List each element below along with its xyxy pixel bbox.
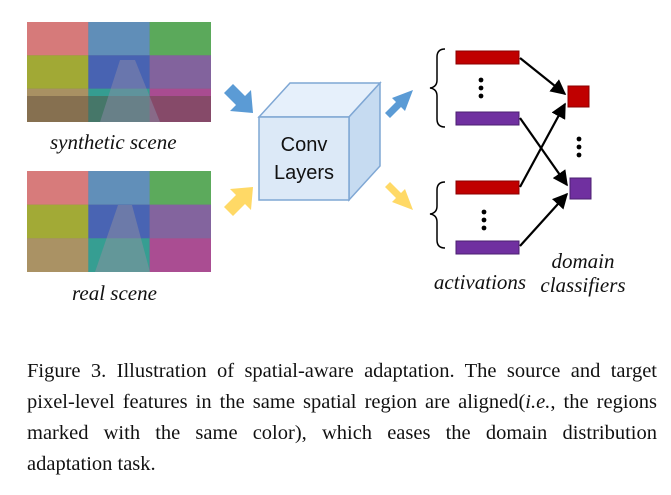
- domain-classifier-red: [567, 85, 590, 108]
- scene-region-cell: [27, 55, 89, 89]
- caption-ie: i.e.: [525, 391, 551, 413]
- blue-arrow-to-activations: [385, 90, 413, 118]
- caption-prefix: Figure 3. Illustration of spatial-aware …: [27, 360, 657, 413]
- arrow-lower-purple-to-purple-classifier: [519, 192, 569, 247]
- arrow-lower-red-to-red-classifier: [519, 102, 566, 188]
- conv-label-line2: Layers: [274, 162, 334, 184]
- activations-label: activations: [434, 270, 526, 294]
- figure-caption: Figure 3. Illustration of spatial-aware …: [27, 356, 657, 480]
- arrow-upper-purple-to-purple-classifier: [519, 117, 568, 187]
- scene-region-cell: [27, 22, 89, 56]
- lower-activation-dots: [481, 209, 487, 231]
- upper-activation-purple: [455, 111, 520, 126]
- scene-region-cell: [149, 238, 211, 272]
- lower-activation-purple: [455, 240, 520, 255]
- blue-arrow-to-conv: [222, 84, 253, 113]
- scene-region-cell: [149, 22, 211, 56]
- scene-region-cell: [27, 88, 89, 122]
- scene-region-cell: [88, 171, 150, 205]
- lower-activation-red: [455, 180, 520, 195]
- scene-region-cell: [149, 171, 211, 205]
- scene-region-cell: [27, 204, 89, 239]
- upper-activation-red: [455, 50, 520, 65]
- domain-classifier-purple: [569, 177, 592, 200]
- arrow-upper-red-to-red-classifier: [519, 57, 567, 95]
- conv-layers-cube: Conv Layers: [257, 81, 382, 202]
- scene-region-cell: [149, 55, 211, 89]
- scene-region-cell: [149, 88, 211, 122]
- upper-activation-bracket: [429, 48, 446, 128]
- domain-label: domain: [552, 249, 615, 273]
- classifier-dots: [576, 136, 582, 158]
- real-scene-label: real scene: [72, 281, 157, 305]
- real-scene-image: [27, 171, 211, 272]
- scene-region-cell: [27, 171, 89, 205]
- conv-label-line1: Conv: [281, 134, 328, 156]
- lower-activation-bracket: [429, 181, 446, 249]
- scene-region-cell: [88, 22, 150, 56]
- synthetic-scene-label: synthetic scene: [50, 130, 177, 154]
- synthetic-scene-image: [27, 22, 211, 122]
- diagram-canvas: Conv Layers: [27, 22, 626, 297]
- scene-region-cell: [149, 204, 211, 239]
- classifiers-label: classifiers: [540, 273, 625, 297]
- caption-suffix: , the regions marked with the same color…: [27, 391, 657, 475]
- yellow-arrow-to-activations: [385, 182, 413, 210]
- spatial-adaptation-diagram: Conv Layers: [27, 22, 626, 305]
- upper-activation-dots: [478, 77, 484, 99]
- yellow-arrow-to-conv: [222, 187, 253, 216]
- scene-region-cell: [27, 238, 89, 272]
